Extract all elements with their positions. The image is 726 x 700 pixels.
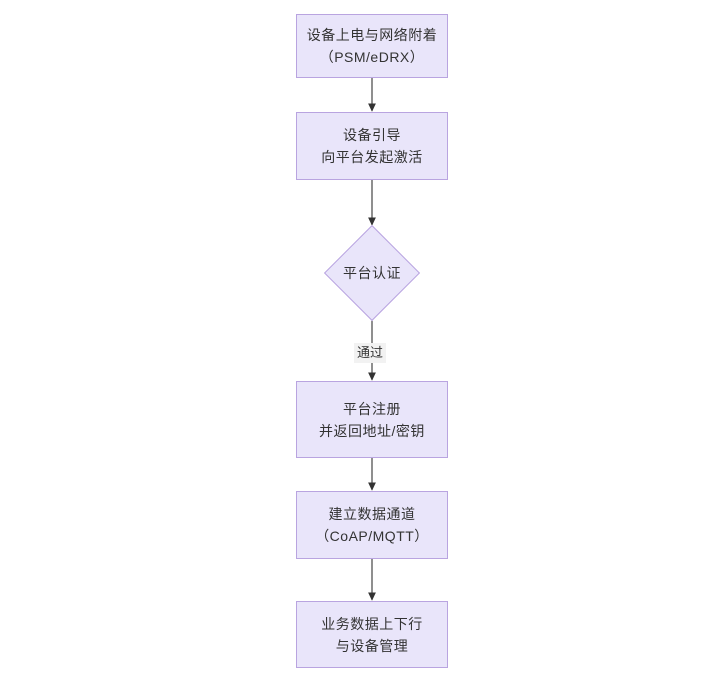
node-bootstrap-line-2: 向平台发起激活 (321, 149, 423, 165)
node-service-data-line-2: 与设备管理 (335, 637, 409, 654)
node-platform-register[interactable]: 平台注册 并返回地址/密钥 (296, 381, 448, 458)
edge-label-pass: 通过 (354, 343, 387, 363)
edge-label-pass-text: 通过 (357, 345, 384, 360)
node-bootstrap[interactable]: 设备引导 向平台发起激活 (296, 112, 448, 180)
node-data-channel[interactable]: 建立数据通道 （CoAP/MQTT） (296, 491, 448, 559)
node-power-on-line-2: （PSM/eDRX） (319, 49, 425, 65)
node-platform-register-line-1: 平台注册 (343, 400, 401, 417)
node-service-data-line-1: 业务数据上下行 (321, 615, 423, 632)
node-data-channel-line-2: （CoAP/MQTT） (315, 528, 429, 544)
node-platform-auth-label: 平台认证 (343, 265, 401, 281)
node-power-on-line-1: 设备上电与网络附着 (306, 27, 438, 43)
node-data-channel-line-1: 建立数据通道 (328, 506, 416, 522)
node-power-on[interactable]: 设备上电与网络附着 （PSM/eDRX） (296, 14, 448, 78)
node-bootstrap-line-1: 设备引导 (343, 127, 401, 143)
node-platform-auth[interactable]: 平台认证 (323, 224, 421, 322)
node-platform-register-line-2: 并返回地址/密钥 (319, 422, 425, 439)
node-service-data[interactable]: 业务数据上下行 与设备管理 (296, 601, 448, 668)
